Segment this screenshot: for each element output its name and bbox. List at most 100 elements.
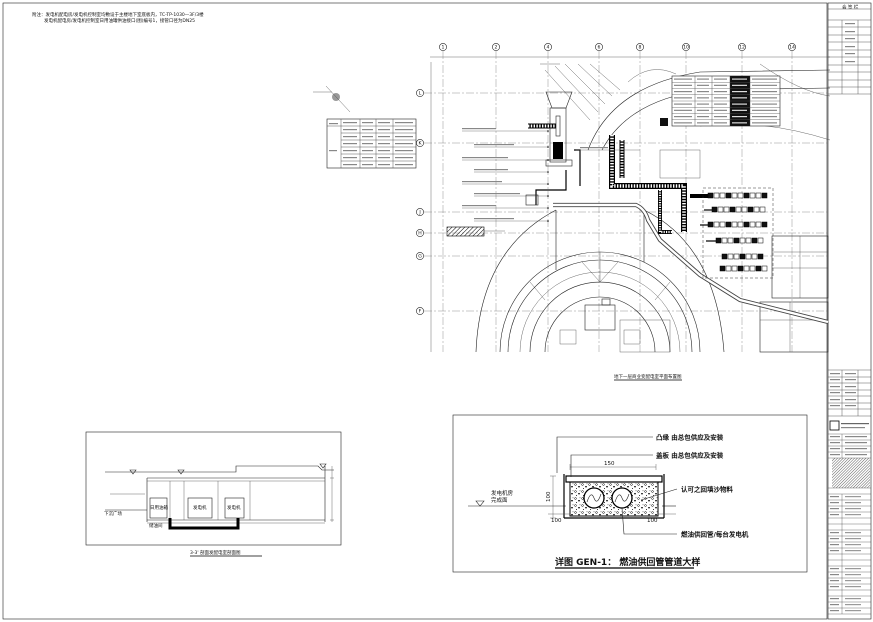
illegible-text-mark bbox=[845, 604, 861, 606]
illegible-text-mark bbox=[395, 143, 413, 145]
switchgear-cell bbox=[707, 221, 714, 228]
ground-profile bbox=[105, 465, 334, 473]
leader-line bbox=[570, 454, 653, 477]
illegible-text-mark bbox=[830, 550, 839, 552]
arc-line bbox=[529, 281, 671, 353]
switchgear-cell bbox=[747, 206, 754, 213]
illegible-text-mark bbox=[752, 116, 777, 118]
switchgear-cell bbox=[723, 206, 730, 213]
pipe-line bbox=[535, 170, 567, 205]
detail-title: 详图 GEN-1： 燃油供回管管道大样 bbox=[555, 556, 700, 568]
illegible-text-mark bbox=[714, 91, 727, 93]
section-label-oil-tank: 日用油箱 bbox=[150, 504, 168, 511]
arc-line bbox=[544, 296, 656, 353]
switchgear-cell bbox=[721, 253, 728, 260]
illegible-text-mark bbox=[697, 109, 709, 111]
hatched-trench-runs bbox=[528, 123, 708, 234]
illegible-text-mark bbox=[329, 150, 337, 152]
section-caption: 3-3' 剖面发配电室剖面图 bbox=[190, 549, 241, 556]
illegible-text-mark bbox=[845, 373, 856, 375]
switchgear-cell bbox=[743, 265, 750, 272]
title-block: 会 签 栏 bbox=[828, 4, 871, 615]
illegible-text-mark bbox=[845, 508, 861, 510]
illegible-text-mark bbox=[697, 103, 709, 105]
illegible-text-mark bbox=[362, 164, 373, 166]
switchgear-cell bbox=[749, 265, 756, 272]
generator-core bbox=[553, 142, 563, 159]
leader-line bbox=[640, 488, 678, 501]
illegible-text-mark bbox=[830, 514, 839, 516]
switchgear-cell bbox=[743, 192, 750, 199]
ground-marker-icon bbox=[129, 469, 137, 475]
building-room bbox=[559, 329, 577, 345]
hatch-line bbox=[589, 63, 621, 91]
switchgear-cell bbox=[715, 237, 722, 244]
leader-dot bbox=[547, 207, 549, 209]
illegible-text-mark bbox=[845, 502, 861, 504]
illegible-text-mark bbox=[845, 442, 867, 444]
illegible-text-mark bbox=[830, 568, 839, 570]
illegible-text-mark bbox=[378, 157, 390, 159]
stage-detail bbox=[601, 298, 611, 306]
illegible-text-mark bbox=[714, 122, 727, 124]
illegible-text-mark bbox=[845, 31, 855, 33]
grid-bubble-label: 4 bbox=[547, 45, 550, 51]
grid-bubble-label: K bbox=[418, 141, 422, 147]
switchgear-cell bbox=[749, 221, 756, 228]
illegible-text-mark bbox=[845, 379, 856, 381]
generator-body bbox=[549, 107, 567, 163]
illegible-text-mark bbox=[845, 568, 861, 570]
switchgear-cell bbox=[707, 192, 714, 199]
illegible-text-mark bbox=[845, 399, 856, 401]
note-line-2: 发电机配电房/发电机控制室日用油罐供油接口(图)编号1，接管口径为DN25 bbox=[44, 17, 195, 24]
equipment-schedule-table bbox=[660, 75, 781, 127]
exhaust-hood bbox=[545, 91, 573, 109]
illegible-text-mark bbox=[830, 436, 840, 438]
illegible-text-mark bbox=[395, 136, 413, 138]
grid-bubble-label: 10 bbox=[683, 45, 689, 51]
company-seal bbox=[832, 458, 870, 488]
illegible-text-mark bbox=[674, 97, 692, 99]
illegible-text-mark bbox=[674, 103, 692, 105]
illegible-text-mark bbox=[845, 538, 861, 540]
switchgear-cell bbox=[737, 192, 744, 199]
switchgear-cell bbox=[751, 253, 758, 260]
illegible-text-mark bbox=[845, 38, 855, 40]
ground-marker-icon bbox=[177, 469, 185, 475]
switchgear-cell bbox=[719, 265, 726, 272]
illegible-text-mark bbox=[752, 97, 777, 99]
switchgear-cell bbox=[741, 206, 748, 213]
hatch-line bbox=[554, 65, 599, 113]
illegible-text-mark bbox=[845, 23, 855, 25]
illegible-text-mark bbox=[752, 91, 777, 93]
ground-marker-icon bbox=[319, 463, 327, 469]
switchgear-cell bbox=[755, 221, 762, 228]
illegible-text-mark bbox=[714, 116, 727, 118]
plan-leader-notes bbox=[462, 128, 640, 222]
illegible-text-mark bbox=[845, 586, 861, 588]
switchgear-cell bbox=[761, 221, 768, 228]
switchgear-cell bbox=[757, 253, 764, 260]
grid-bubble bbox=[416, 208, 424, 216]
illegible-text-mark bbox=[395, 150, 413, 152]
note-line-1: 附注：发电机配电房/发电机控制室均敷设于主楼地下室底板内，TC-TP-1030—… bbox=[32, 11, 204, 18]
illegible-text-mark bbox=[462, 205, 496, 207]
grid-bubbles-columns: 1 2 4 6 8 10 12 14 bbox=[439, 43, 796, 51]
illegible-text-mark bbox=[845, 544, 861, 546]
illegible-text-mark bbox=[732, 97, 747, 99]
illegible-text-mark bbox=[732, 109, 747, 111]
grid-bubble-label: J bbox=[418, 210, 420, 216]
illegible-text-mark bbox=[830, 604, 839, 606]
illegible-text-mark bbox=[474, 193, 520, 195]
illegible-text-mark bbox=[343, 150, 357, 152]
stage-block bbox=[584, 304, 616, 331]
building-outline bbox=[627, 69, 677, 83]
section-frame bbox=[85, 431, 342, 546]
illegible-text-mark bbox=[845, 598, 861, 600]
building-room bbox=[759, 301, 829, 353]
switchgear-cell bbox=[733, 253, 740, 260]
grid-bubble-label: 1 bbox=[442, 45, 445, 51]
illegible-text-mark bbox=[362, 150, 373, 152]
illegible-text-mark bbox=[830, 379, 840, 381]
